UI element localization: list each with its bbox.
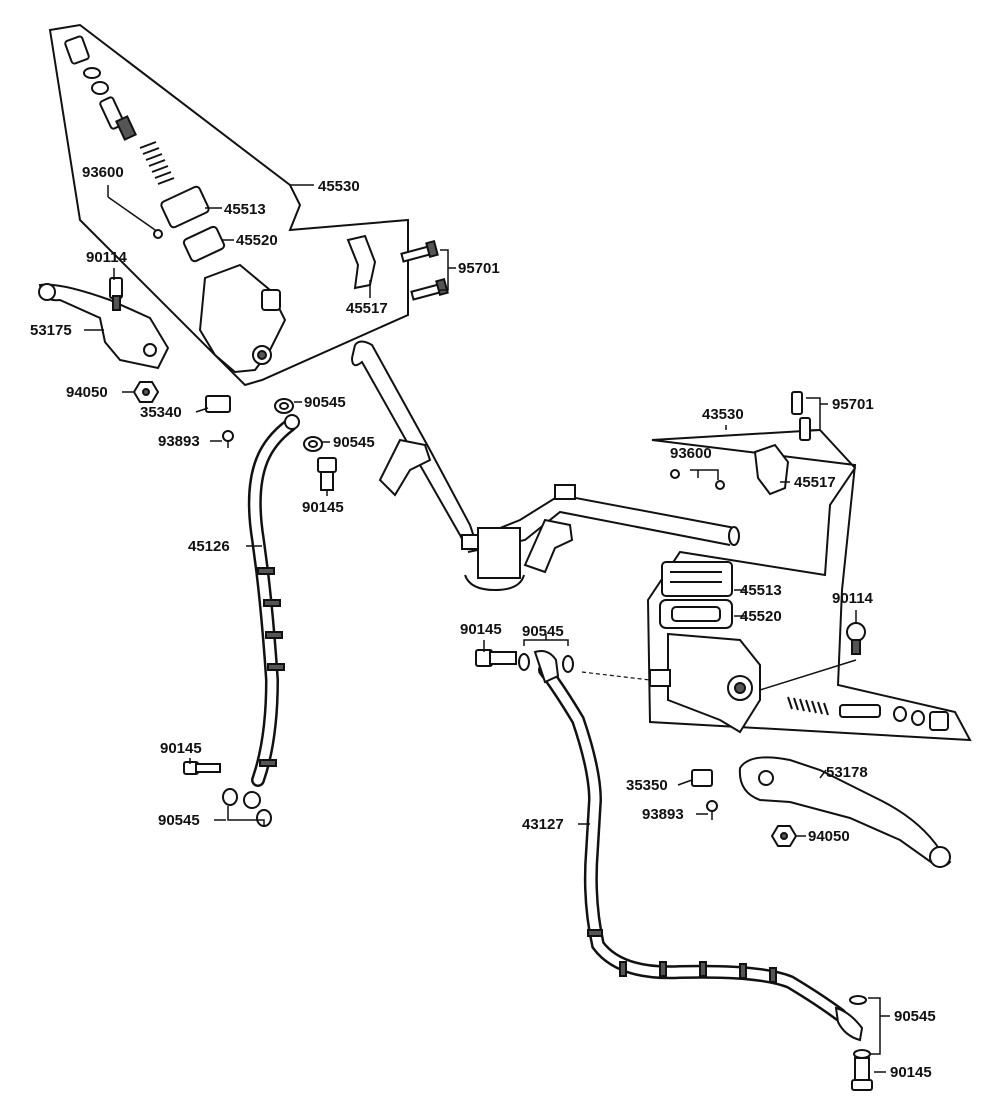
brake-lever-left <box>38 283 170 370</box>
label-94050-left: 94050 <box>66 384 108 401</box>
label-35340: 35340 <box>140 404 182 421</box>
washer-90545-e <box>518 653 530 671</box>
pivot-bolt-90114-left <box>109 277 123 311</box>
right-master-cylinder-assembly <box>646 391 972 742</box>
label-45520-right: 45520 <box>740 608 782 625</box>
label-90145-d: 90145 <box>890 1064 932 1081</box>
master-cylinder-body-right <box>667 632 761 734</box>
left-master-cylinder-assembly <box>48 23 449 387</box>
label-90545-d: 90545 <box>522 623 564 640</box>
washer-90545-c <box>222 788 238 806</box>
label-90545-c: 90545 <box>158 812 200 829</box>
label-53178: 53178 <box>826 764 868 781</box>
reservoir-cap-left <box>160 185 210 229</box>
label-93893-right: 93893 <box>642 806 684 823</box>
brake-hose-43127 <box>533 650 864 1042</box>
label-90545-a: 90545 <box>304 394 346 411</box>
label-95701-right: 95701 <box>832 396 874 413</box>
pivot-bolt-90114-right <box>846 622 866 655</box>
screw-93893-left <box>222 430 234 448</box>
label-45520-left: 45520 <box>236 232 278 249</box>
piston-spring <box>139 141 175 185</box>
label-45126: 45126 <box>188 538 230 555</box>
label-35350: 35350 <box>626 777 668 794</box>
label-93600-left: 93600 <box>82 164 124 181</box>
label-93600-right: 93600 <box>670 445 712 462</box>
part-labels: 45530 93600 45513 45520 45517 95701 9011… <box>30 164 936 1081</box>
master-cylinder-body-left <box>198 263 287 374</box>
washer-90545-g <box>849 995 867 1005</box>
banjo-bolt-90145-c <box>475 649 517 667</box>
washer-90545-h <box>853 1049 871 1059</box>
label-43530: 43530 <box>702 406 744 423</box>
label-90545-e: 90545 <box>894 1008 936 1025</box>
label-90114-left: 90114 <box>86 249 128 266</box>
reservoir-cap-right <box>661 561 733 597</box>
label-90145-a: 90145 <box>302 499 344 516</box>
label-53175: 53175 <box>30 322 72 339</box>
label-90114-right: 90114 <box>832 590 874 607</box>
label-45513-left: 45513 <box>224 201 266 218</box>
label-93893-left: 93893 <box>158 433 200 450</box>
label-45513-right: 45513 <box>740 582 782 599</box>
screws-95701-left <box>400 239 449 301</box>
label-45517-left: 45517 <box>346 300 388 317</box>
nut-94050-right <box>770 825 798 847</box>
switch-35340 <box>205 395 231 413</box>
diaphragm-left <box>182 225 226 263</box>
label-94050-right: 94050 <box>808 828 850 845</box>
switch-35350 <box>691 769 713 787</box>
handlebar <box>351 340 740 592</box>
screw-93893-right <box>706 800 718 820</box>
banjo-bolt-90145-d <box>851 1057 873 1091</box>
clamp-left <box>346 234 377 290</box>
label-45530: 45530 <box>318 178 360 195</box>
label-90545-b: 90545 <box>333 434 375 451</box>
brake-lever-right <box>738 756 952 868</box>
washer-90545-f <box>562 655 574 673</box>
right-kit-outline <box>646 428 972 742</box>
banjo-bolt-90145-a <box>317 457 337 491</box>
screws-93600-right <box>670 469 725 490</box>
clamp-right <box>753 443 790 496</box>
banjo-bolt-90145-b <box>183 761 221 775</box>
label-45517-right: 45517 <box>794 474 836 491</box>
label-90145-c: 90145 <box>460 621 502 638</box>
brake-hose-45126 <box>243 414 300 809</box>
label-95701-left: 95701 <box>458 260 500 277</box>
leader-lines <box>84 184 890 1073</box>
label-90145-b: 90145 <box>160 740 202 757</box>
screws-95701-right <box>791 391 811 441</box>
label-43127: 43127 <box>522 816 564 833</box>
left-kit-outline <box>48 23 409 387</box>
nut-94050-left <box>132 381 160 403</box>
